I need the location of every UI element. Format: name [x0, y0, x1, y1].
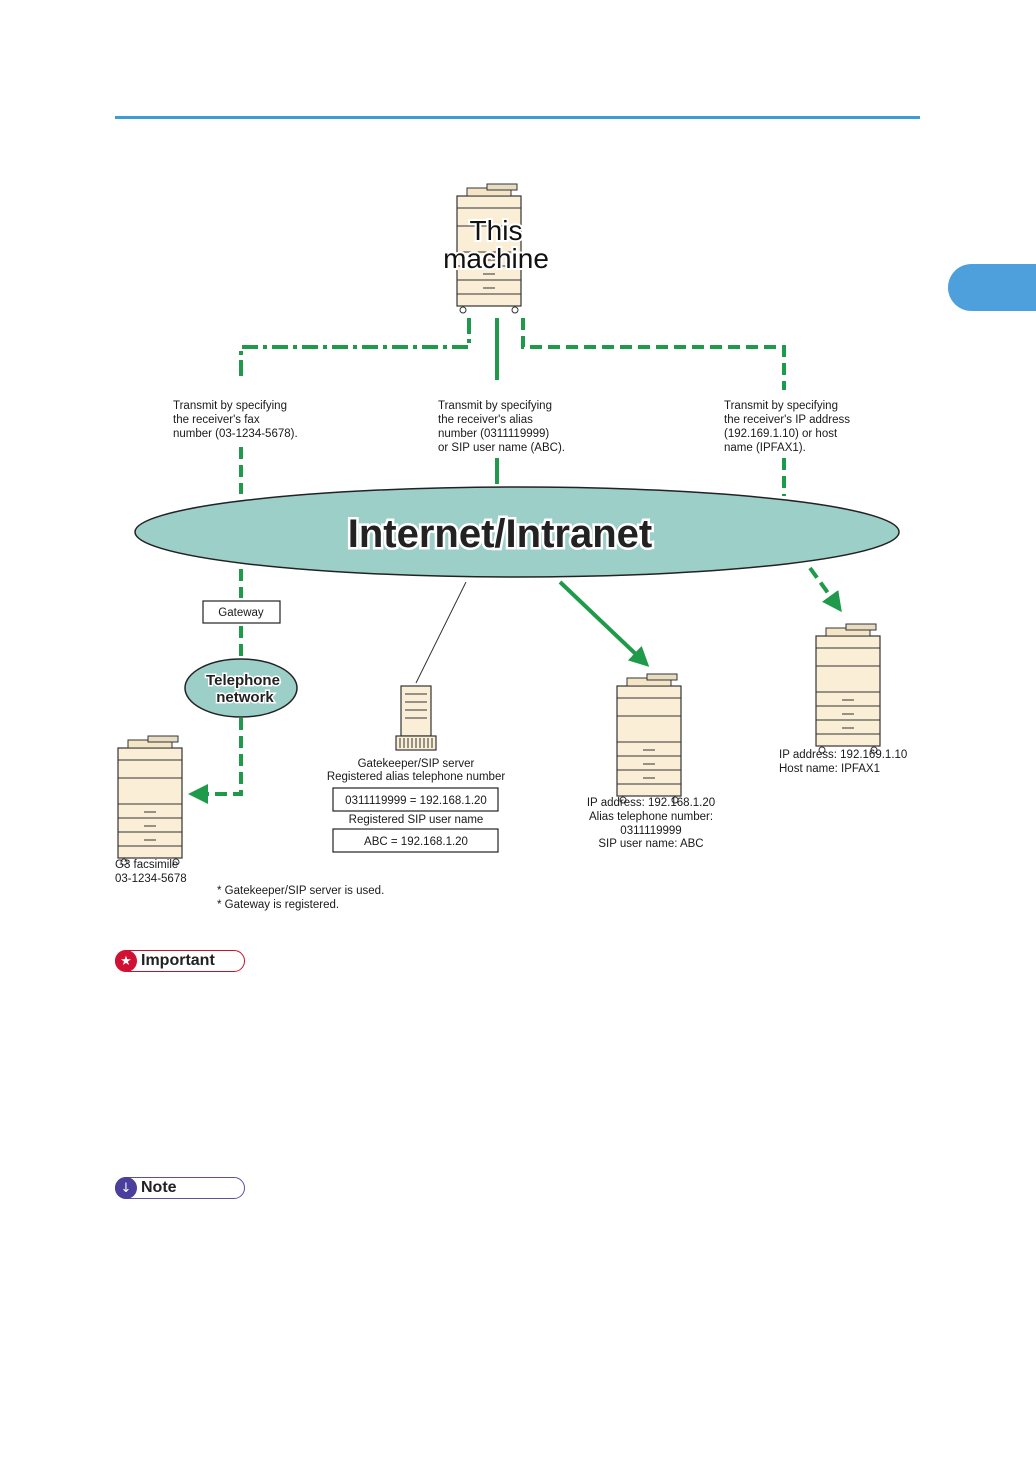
- alias-machine-text-2: Alias telephone number:: [589, 811, 713, 823]
- note-badge: ↓ Note: [115, 1177, 245, 1199]
- ip-route-text-3: (192.169.1.10) or host: [724, 428, 838, 440]
- telephone-network-label-1: Telephone: [206, 672, 280, 689]
- ip-route-text-4: name (IPFAX1).: [724, 442, 806, 454]
- telephone-network-ellipse: [184, 658, 298, 718]
- alias-route-text-2: the receiver's alias: [438, 414, 533, 426]
- fax-route-text-3: number (03-1234-5678).: [173, 428, 298, 440]
- ip-route-line-top: [521, 318, 786, 390]
- alias-entry: 0311119999 = 192.168.1.20: [345, 795, 487, 807]
- ip-machine-arrow: [808, 566, 842, 613]
- ip-route-text-1: Transmit by specifying: [724, 400, 838, 412]
- header-rule: [115, 116, 920, 119]
- g3-facsimile-icon: [117, 735, 183, 866]
- fax-route-line-top: [239, 318, 471, 380]
- alias-machine-text-3: 0311119999: [620, 825, 681, 837]
- this-machine-label-1: This: [470, 215, 523, 246]
- this-machine-label-2: machine: [443, 243, 549, 274]
- sip-title: Registered SIP user name: [349, 814, 484, 826]
- ip-machine-text-1: IP address: 192.169.1.10: [779, 749, 907, 761]
- footnote-1: * Gatekeeper/SIP server is used.: [217, 885, 384, 897]
- ip-machine-icon: [815, 623, 881, 754]
- telephone-network-label-2: network: [216, 689, 274, 706]
- ip-machine-text-2: Host name: IPFAX1: [779, 763, 880, 775]
- footnote-2: * Gateway is registered.: [217, 899, 339, 911]
- chapter-tab: [948, 264, 1036, 311]
- alias-entry-box: [332, 787, 499, 812]
- alias-machine-arrow: [558, 580, 650, 667]
- alias-route-text-3: number (0311119999): [438, 428, 549, 440]
- server-link-line: [415, 581, 467, 684]
- alias-route-text-1: Transmit by specifying: [438, 400, 552, 412]
- g3-label-1: G3 facsimile: [115, 859, 178, 871]
- ip-route-text-2: the receiver's IP address: [724, 414, 850, 426]
- alias-route-text-4: or SIP user name (ABC).: [438, 442, 565, 454]
- internet-label: Internet/Intranet: [348, 512, 652, 556]
- alias-machine-text-4: SIP user name: ABC: [598, 838, 703, 850]
- fax-route-text-1: Transmit by specifying: [173, 400, 287, 412]
- important-label: Important: [141, 952, 215, 969]
- internet-ellipse: [134, 486, 900, 578]
- sip-entry-box: [332, 828, 499, 853]
- server-icon: [395, 685, 437, 751]
- alias-machine-text-1: IP address: 192.168.1.20: [587, 797, 715, 809]
- alias-machine-icon: [616, 673, 682, 804]
- fax-route-text-2: the receiver's fax: [173, 414, 260, 426]
- server-title-1: Gatekeeper/SIP server: [358, 758, 475, 770]
- gateway-label: Gateway: [218, 607, 264, 619]
- server-title-2: Registered alias telephone number: [327, 771, 506, 783]
- down-arrow-icon: ↓: [115, 1177, 137, 1199]
- network-diagram: This machine Transmit by specifying the …: [115, 183, 907, 911]
- g3-label-2: 03-1234-5678: [115, 873, 187, 885]
- gateway-box: [202, 600, 281, 624]
- note-label: Note: [141, 1179, 177, 1196]
- sip-entry: ABC = 192.168.1.20: [364, 836, 468, 848]
- important-badge: ★ Important: [115, 950, 245, 972]
- star-icon: ★: [115, 950, 137, 972]
- g3-route-line: [188, 718, 243, 804]
